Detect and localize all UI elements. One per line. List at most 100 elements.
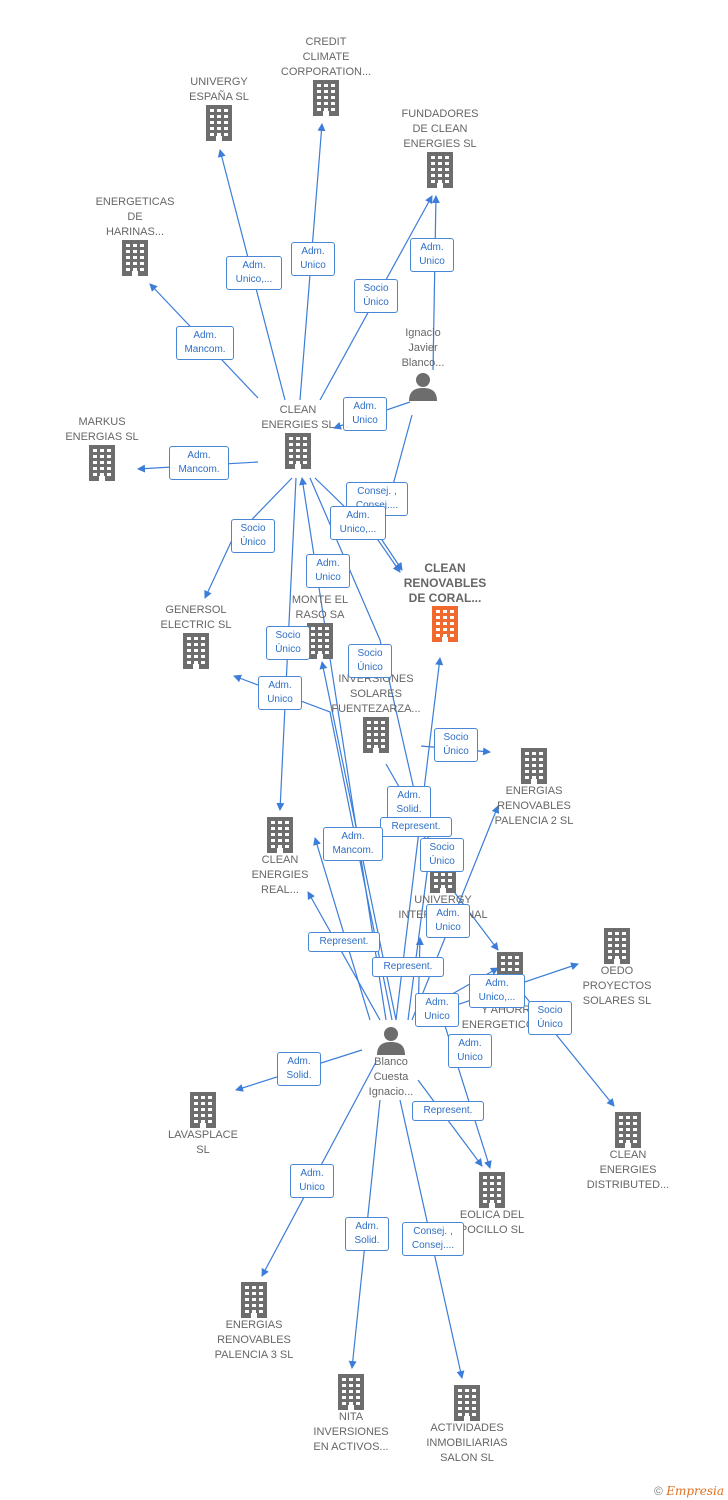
- edge-label: Adm. Mancom.: [176, 326, 234, 360]
- building-icon: [547, 928, 687, 964]
- edge-label: Adm. Solid.: [277, 1052, 321, 1086]
- node-harinas[interactable]: ENERGETICAS DE HARINAS...: [65, 195, 205, 276]
- node-ignacio[interactable]: Ignacio Javier Blanco...: [353, 326, 493, 401]
- edge-label: Adm. Mancom.: [323, 827, 383, 861]
- edge-label: Adm. Unico: [448, 1034, 492, 1068]
- node-markus[interactable]: MARKUS ENERGIAS SL: [32, 415, 172, 481]
- building-icon: [133, 1092, 273, 1128]
- edge-label: Adm. Solid.: [387, 786, 431, 820]
- node-label: Ignacio Javier Blanco...: [401, 327, 445, 369]
- node-label: INVERSIONES SOLARES FUENTEZARZA...: [331, 673, 421, 715]
- edge-label: Represent.: [380, 817, 452, 837]
- node-real[interactable]: CLEAN ENERGIES REAL...: [210, 817, 350, 898]
- node-label: ENERGETICAS DE HARINAS...: [95, 196, 175, 238]
- node-label: MONTE EL RASO SA: [291, 594, 349, 621]
- edge-label: Adm. Solid.: [345, 1217, 389, 1251]
- edge-label: Adm. Unico: [410, 238, 454, 272]
- building-icon: [126, 633, 266, 669]
- node-label: UNIVERGY ESPAÑA SL: [189, 76, 249, 103]
- edge-label: Represent.: [412, 1101, 484, 1121]
- node-eolica[interactable]: EOLICA DEL POCILLO SL: [422, 1172, 562, 1238]
- building-icon: [375, 606, 515, 642]
- building-icon: [281, 1374, 421, 1410]
- building-icon: [464, 748, 604, 784]
- node-label: CLEAN ENERGIES REAL...: [251, 854, 309, 896]
- building-icon: [558, 1112, 698, 1148]
- node-oedo[interactable]: OEDO PROYECTOS SOLARES SL: [547, 928, 687, 1009]
- edge-label: Adm. Unico: [343, 397, 387, 431]
- node-label: ENERGIAS RENOVABLES PALENCIA 3 SL: [214, 1319, 294, 1361]
- edge-blanco-to-real: [307, 891, 381, 1021]
- copyright-symbol: ©: [654, 1484, 663, 1498]
- edge-label: Socio Único: [348, 644, 392, 678]
- edge-label: Adm. Unico: [415, 993, 459, 1027]
- node-label: MARKUS ENERGIAS SL: [65, 416, 139, 443]
- node-label: EOLICA DEL POCILLO SL: [459, 1209, 525, 1236]
- building-icon: [256, 80, 396, 116]
- node-label: CREDIT CLIMATE CORPORATION...: [280, 36, 372, 78]
- person-icon: [353, 371, 493, 401]
- node-label: CLEAN RENOVABLES DE CORAL...: [403, 561, 487, 605]
- node-label: LAVASPLACE SL: [168, 1129, 238, 1156]
- edge-label: Socio Único: [266, 626, 310, 660]
- edge-label: Adm. Unico: [291, 242, 335, 276]
- edge-blanco-to-univergy_int: [407, 849, 434, 1021]
- node-label: Blanco Cuesta Ignacio...: [368, 1056, 414, 1098]
- edge-label: Adm. Unico: [258, 676, 302, 710]
- building-icon: [65, 240, 205, 276]
- brand-footer: © Empresia: [654, 1484, 724, 1498]
- node-univergy_es[interactable]: UNIVERGY ESPAÑA SL: [149, 75, 289, 141]
- node-label: NITA INVERSIONES EN ACTIVOS...: [313, 1411, 389, 1453]
- node-clean[interactable]: CLEAN ENERGIES SL: [228, 403, 368, 469]
- edge-label: Adm. Unico: [306, 554, 350, 588]
- node-label: ENERGIAS RENOVABLES PALENCIA 2 SL: [494, 785, 574, 827]
- building-icon: [422, 1172, 562, 1208]
- building-icon: [397, 1385, 537, 1421]
- edge-label: Socio Único: [231, 519, 275, 553]
- node-palencia2[interactable]: ENERGIAS RENOVABLES PALENCIA 2 SL: [464, 748, 604, 829]
- node-coral[interactable]: CLEAN RENOVABLES DE CORAL...: [375, 561, 515, 642]
- edge-label: Adm. Mancom.: [169, 446, 229, 480]
- node-distributed[interactable]: CLEAN ENERGIES DISTRIBUTED...: [558, 1112, 698, 1193]
- edge-label: Socio Único: [354, 279, 398, 313]
- node-label: FUNDADORES DE CLEAN ENERGIES SL: [401, 108, 479, 150]
- building-icon: [370, 152, 510, 188]
- node-blanco[interactable]: Blanco Cuesta Ignacio...: [321, 1025, 461, 1100]
- empresia-logo: Empresia: [666, 1484, 724, 1498]
- node-label: OEDO PROYECTOS SOLARES SL: [582, 965, 652, 1007]
- edge-label: Adm. Unico: [290, 1164, 334, 1198]
- edge-label: Represent.: [372, 957, 444, 977]
- node-label: ACTIVIDADES INMOBILIARIAS SALON SL: [426, 1422, 508, 1464]
- node-label: GENERSOL ELECTRIC SL: [160, 604, 232, 631]
- edge-label: Adm. Unico,...: [330, 506, 386, 540]
- node-actividades[interactable]: ACTIVIDADES INMOBILIARIAS SALON SL: [397, 1385, 537, 1466]
- edge-label: Socio Único: [528, 1001, 572, 1035]
- edge-label: Represent.: [308, 932, 380, 952]
- node-fuente[interactable]: INVERSIONES SOLARES FUENTEZARZA...: [306, 672, 446, 753]
- node-lavasplace[interactable]: LAVASPLACE SL: [133, 1092, 273, 1158]
- edge-blanco-to-real: [313, 837, 371, 1021]
- node-palencia3[interactable]: ENERGIAS RENOVABLES PALENCIA 3 SL: [184, 1282, 324, 1363]
- building-icon: [32, 445, 172, 481]
- building-icon: [250, 623, 390, 659]
- node-credit[interactable]: CREDIT CLIMATE CORPORATION...: [256, 35, 396, 116]
- edge-label: Socio Único: [420, 838, 464, 872]
- building-icon: [306, 717, 446, 753]
- node-genersol[interactable]: GENERSOL ELECTRIC SL: [126, 603, 266, 669]
- edge-label: Adm. Unico: [426, 904, 470, 938]
- node-nita[interactable]: NITA INVERSIONES EN ACTIVOS...: [281, 1374, 421, 1455]
- edge-label: Consej. , Consej....: [402, 1222, 464, 1256]
- building-icon: [228, 433, 368, 469]
- node-label: CLEAN ENERGIES DISTRIBUTED...: [586, 1149, 670, 1191]
- edge-label: Socio Único: [434, 728, 478, 762]
- edge-blanco-to-eolica: [417, 1079, 483, 1167]
- person-icon: [321, 1025, 461, 1055]
- building-icon: [184, 1282, 324, 1318]
- building-icon: [210, 817, 350, 853]
- edge-label: Adm. Unico,...: [226, 256, 282, 290]
- edge-label: Adm. Unico,...: [469, 974, 525, 1008]
- node-fundadores[interactable]: FUNDADORES DE CLEAN ENERGIES SL: [370, 107, 510, 188]
- building-icon: [149, 105, 289, 141]
- node-monte[interactable]: MONTE EL RASO SA: [250, 593, 390, 659]
